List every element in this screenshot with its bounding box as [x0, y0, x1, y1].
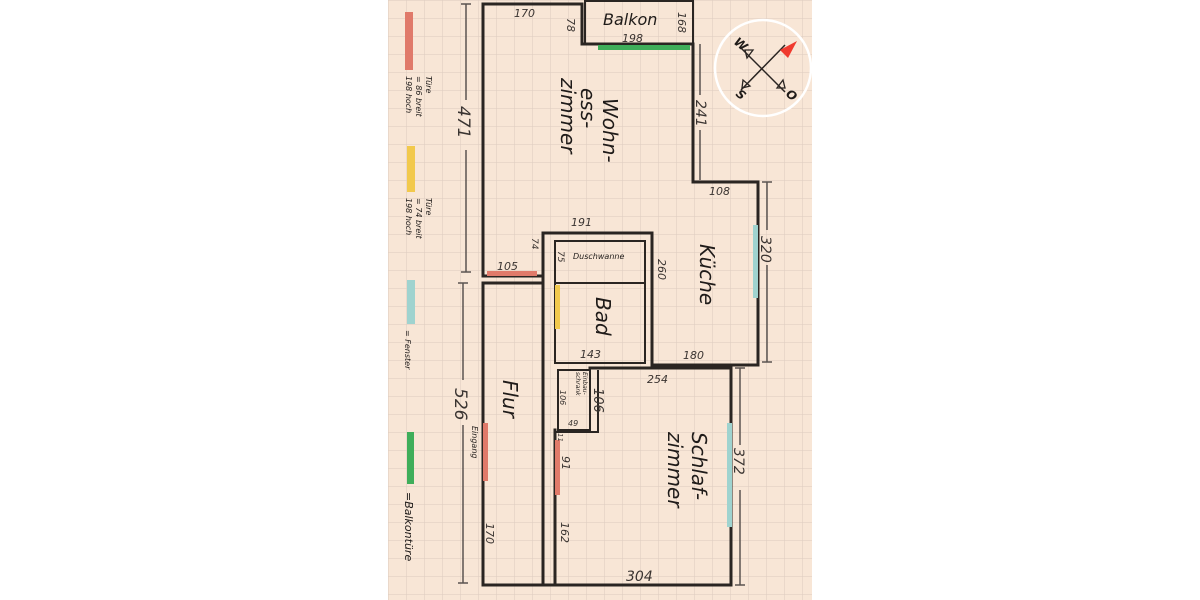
bath-door	[555, 285, 560, 329]
room-label-living: Wohn- ess- zimmer	[556, 77, 622, 169]
room-label-wardrobe: Einbau- schrank	[574, 372, 588, 397]
room-label-bath: Bad	[591, 297, 615, 336]
legend: Türe = 86 breit 198 hoch Türe = 74 breit…	[402, 12, 433, 561]
room-label-shower: Duschwanne	[573, 252, 624, 261]
dim-wardrobe-right: 106	[590, 388, 605, 413]
dim-bath-step: 74	[529, 238, 539, 250]
dim-bath-right: 260	[655, 259, 668, 280]
walls	[481, 0, 760, 587]
dim-bedroom-height: 372	[730, 448, 746, 475]
dim-bedroom-gap: 11	[556, 433, 564, 442]
dim-bedroom-top: 254	[647, 373, 668, 386]
dim-kitchen-step: 108	[709, 185, 730, 198]
bedroom-window	[727, 423, 732, 527]
dim-bath-bottom: 143	[580, 348, 601, 361]
dim-kitchen-bottom: 180	[683, 349, 704, 362]
dim-hall-height: 526	[450, 388, 470, 421]
dimension-lines	[458, 3, 772, 586]
dim-bedroom-door: 91	[559, 456, 572, 470]
dim-balcony-width: 198	[622, 32, 643, 45]
balcony-door	[598, 45, 690, 50]
kitchen-window	[753, 225, 758, 298]
legend-door-swatch	[405, 12, 413, 70]
legend-bath-door-text: Türe = 74 breit 198 hoch	[404, 198, 433, 241]
dim-wardrobe-bottom: 49	[568, 419, 578, 428]
room-label-hall: Flur	[498, 380, 522, 420]
grid	[388, 0, 812, 600]
bedroom-door	[555, 440, 560, 495]
room-label-entrance: Eingang	[470, 426, 479, 458]
dim-bedroom-bottom: 304	[626, 569, 653, 585]
legend-bath-door-swatch	[407, 146, 415, 192]
legend-door-text: Türe = 86 breit 198 hoch	[404, 76, 433, 119]
entrance-door	[483, 423, 488, 481]
room-label-bedroom: Schlaf- zimmer	[663, 431, 711, 509]
dim-living-top: 170	[514, 7, 535, 20]
dim-bedroom-left: 162	[558, 522, 571, 543]
dim-living-right: 241	[692, 100, 708, 127]
legend-window-text: = Fenster	[403, 330, 412, 370]
dim-balcony-step: 78	[564, 18, 577, 32]
dim-bath-top: 191	[571, 216, 592, 229]
dim-hall-wall: 170	[483, 523, 496, 544]
dim-living-door: 105	[497, 260, 518, 273]
room-label-kitchen: Küche	[695, 244, 719, 305]
legend-balcony-door-swatch	[407, 432, 414, 484]
north-arrow-icon	[780, 41, 797, 58]
legend-window-swatch	[407, 280, 415, 324]
legend-balcony-door-text: =Balkontüre	[402, 492, 415, 561]
dimension-numbers: 170 78 168 198 471 241 108 320 191 74 75…	[450, 7, 773, 585]
dim-balcony-depth: 168	[675, 12, 688, 33]
living-door	[487, 271, 537, 276]
dim-living-height: 471	[453, 106, 473, 138]
dim-kitchen-height: 320	[757, 236, 773, 263]
room-label-balcony: Balkon	[603, 10, 657, 29]
dim-wardrobe-left: 106	[558, 390, 567, 405]
dim-shower-step: 75	[555, 251, 565, 263]
